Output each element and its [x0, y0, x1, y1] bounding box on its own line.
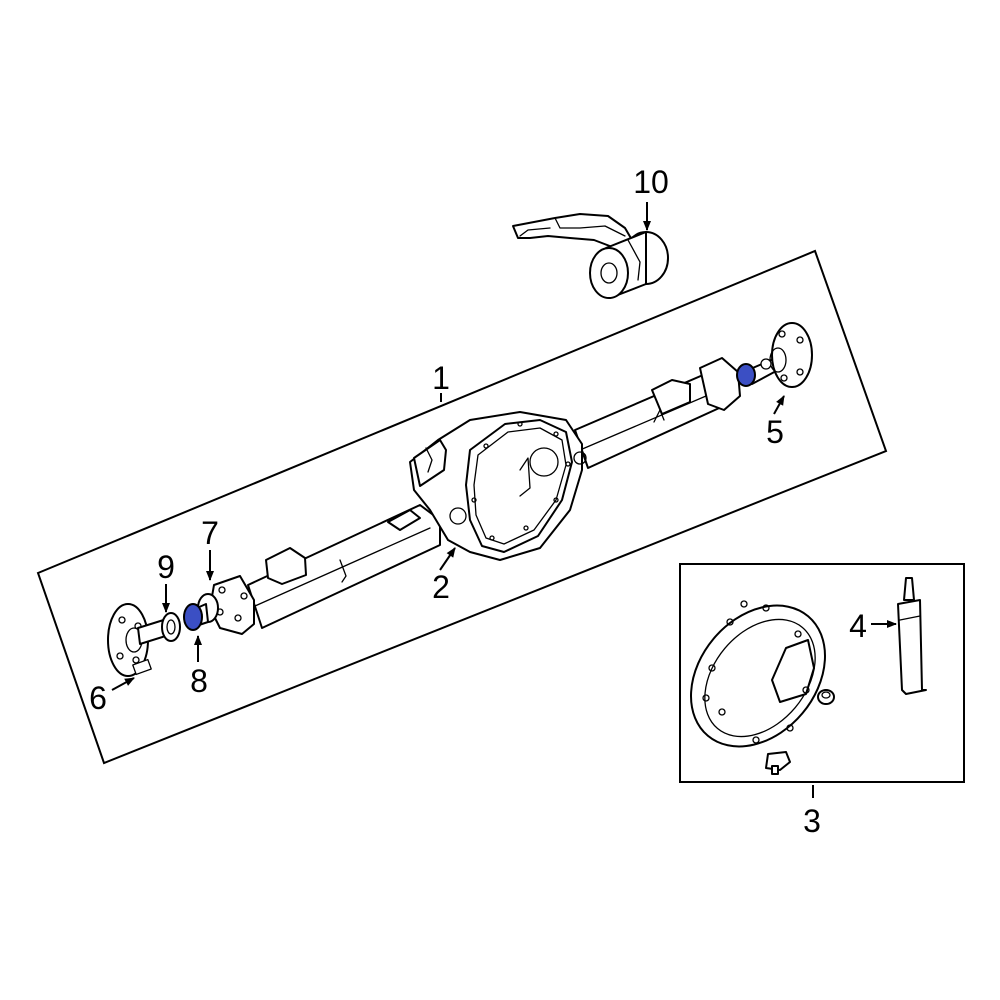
callout-4: 4 — [849, 608, 867, 644]
callout-10: 10 — [633, 164, 669, 200]
left-shaft-retainer[interactable] — [161, 612, 181, 642]
callout-7: 7 — [201, 515, 219, 551]
fill-plug[interactable] — [817, 689, 835, 705]
right-axle-seal[interactable] — [736, 363, 756, 387]
callout-2: 2 — [432, 569, 450, 605]
callout-3: 3 — [803, 803, 821, 839]
axle-assembly-frame — [36, 249, 888, 765]
left-axle-seal[interactable] — [183, 603, 203, 631]
cover-bolt[interactable] — [765, 751, 791, 775]
differential-cover[interactable] — [663, 579, 852, 773]
left-axle-shaft[interactable] — [107, 603, 173, 677]
callout-6: 6 — [89, 680, 107, 716]
right-axle-shaft[interactable] — [747, 322, 813, 388]
sealant-tube[interactable] — [897, 577, 927, 695]
callout-5: 5 — [766, 414, 784, 450]
axle-housing[interactable] — [209, 357, 741, 635]
axle-bumper-bracket[interactable] — [512, 213, 669, 299]
callout-8: 8 — [190, 663, 208, 699]
callout-1: 1 — [432, 360, 450, 396]
callout-9: 9 — [157, 549, 175, 585]
cover-kit-frame — [679, 563, 965, 783]
leader-lines — [111, 202, 897, 798]
